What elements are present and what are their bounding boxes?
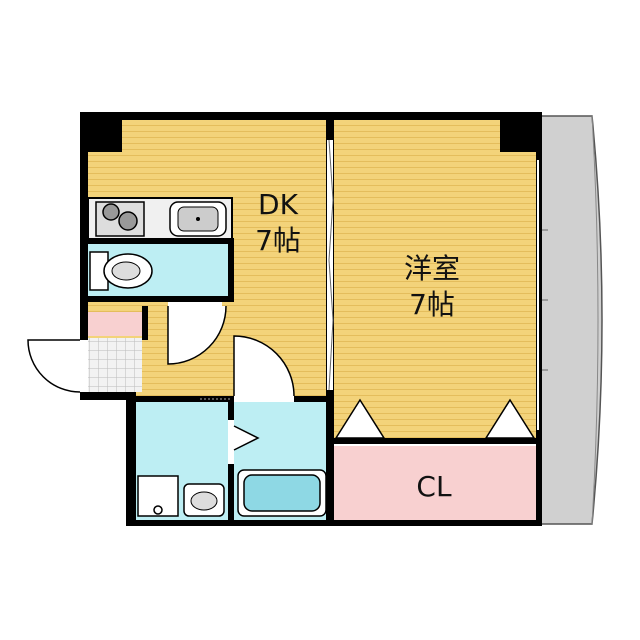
closet-doors [334,398,536,439]
entrance-door [27,339,88,393]
western-room-floor [334,120,536,442]
bathroom-door [228,420,260,464]
kitchen-counter [87,197,233,241]
sink-icon [169,201,227,237]
entrance [88,312,142,392]
washer-drain-icon [137,475,179,517]
sliding-door [327,139,334,391]
toilet-icon [89,251,153,291]
washbasin-icon [183,483,225,517]
toilet-door [167,302,227,365]
dk-size: 7帖 [255,224,301,257]
stove-icon [95,201,145,237]
bathtub-icon [237,469,327,517]
balcony [539,115,603,525]
closet-name: CL [416,470,452,503]
dk-name: DK [258,188,299,221]
western-room-name: 洋室 [404,252,460,285]
western-room-size: 7帖 [409,288,455,321]
washroom-door [200,335,295,402]
closet-floor [334,446,536,520]
toilet-room [88,242,228,298]
